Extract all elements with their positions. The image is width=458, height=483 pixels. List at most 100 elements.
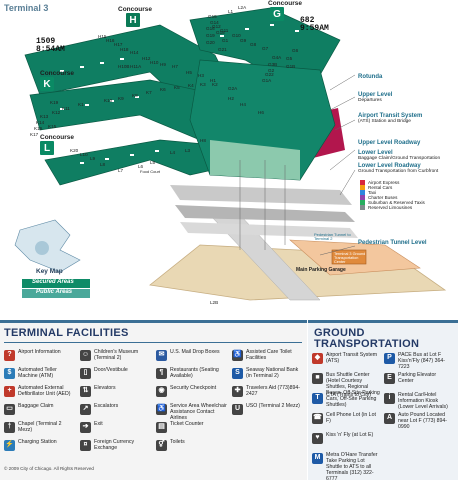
gate-label: K10	[104, 98, 113, 103]
ground-transportation-panel: GROUND TRANSPORTATION ◆Airport Transit S…	[308, 320, 458, 482]
legend-label: Rental Cars	[368, 185, 393, 190]
facilities-rule	[4, 342, 302, 343]
level-heading: Upper Level Roadway	[358, 140, 421, 146]
baggage-claim-icon: ▭	[4, 404, 15, 415]
facility-item: ■Bus Shuttle Center (Hotel Courtesy Shut…	[312, 372, 380, 409]
ground-title-2: TRANSPORTATION	[314, 338, 420, 350]
gate-label: G2	[268, 68, 275, 73]
facility-label: Assisted Care Toilet Facilities	[246, 349, 292, 361]
legend-label: Suburban & Reserved Taxis	[368, 200, 425, 205]
legend-swatch-icon	[360, 195, 365, 200]
concourse-k-badge: K	[40, 77, 54, 92]
facility-item: ☎Cell Phone Lot (in Lot F)	[312, 412, 380, 425]
gate-label: H9	[160, 62, 166, 67]
roadway-legend-item: Airport Express	[360, 180, 425, 185]
gate-label: G8	[250, 42, 257, 47]
gate-label: L6	[138, 164, 144, 169]
gate-label: H1	[210, 78, 216, 83]
uso-icon: U	[232, 404, 243, 415]
facility-item: ¶Restaurants (Seating Available)	[156, 367, 228, 380]
key-map-public-swatch	[22, 289, 90, 298]
terminal-core-light	[210, 140, 300, 180]
gate-label: G5	[286, 56, 293, 61]
gate-label: G2A	[228, 86, 238, 91]
gate-label: L3	[185, 148, 191, 153]
legend-label: Charter Buses	[368, 195, 398, 200]
restaurants-icon: ¶	[156, 368, 167, 379]
level-heading: Upper Level	[358, 92, 393, 98]
concourse-h-badge: H	[126, 13, 140, 28]
seaway-bank-icon: S	[232, 368, 243, 379]
map-title: Terminal 3	[4, 3, 49, 13]
cta-icon: T	[312, 393, 323, 404]
gate-label: G14	[210, 20, 219, 25]
gate-label: G11	[220, 28, 229, 33]
gate-label: K7	[146, 90, 152, 95]
time-right-clock: 9:59AM	[300, 24, 329, 34]
ticket-counter-icon: ▤	[156, 422, 167, 433]
gate-label: K1	[78, 102, 84, 107]
charging-station-icon: ⚡	[4, 440, 15, 451]
concourse-l-badge: L	[40, 141, 54, 156]
concourse-g-badge: G	[270, 7, 284, 22]
walkway-label: Pedestrian Tunnel to Terminal 2	[314, 232, 351, 242]
gate-label: G1	[222, 38, 229, 43]
time-left-clock: 8:54AM	[36, 45, 65, 55]
gate-label: K8	[132, 93, 138, 98]
gate-label: H4	[240, 102, 246, 107]
level-heading: Pedestrian Tunnel Level	[358, 240, 427, 246]
facility-label: Baggage Claim	[18, 403, 54, 409]
gate-label: K15	[48, 124, 57, 129]
facility-item: ◆Airport Transit System (ATS)	[312, 352, 380, 365]
facility-label: USO (Terminal 2 Mezz)	[246, 403, 300, 409]
metra-icon: M	[312, 453, 323, 464]
time-annotation-left: 1509 8:54AM	[36, 37, 65, 55]
gate-label: H18	[120, 47, 129, 52]
level-heading: Lower Level Roadway	[358, 163, 421, 169]
legend-label: Reserved Limousines	[368, 205, 413, 210]
gate-label: K2	[212, 82, 218, 87]
gate-label: G6	[292, 48, 299, 53]
gate-label: G18	[216, 30, 225, 35]
gate-label: H3	[198, 73, 204, 78]
food-court-label: Food Court	[140, 169, 161, 174]
gate-label: L7	[118, 168, 124, 173]
facility-label: Ticket Counter	[170, 421, 204, 427]
facility-label: Security Checkpoint	[170, 385, 217, 391]
facility-item: ♿Service Area Wheelchair Assistance Cont…	[156, 403, 228, 422]
facility-item: ↗Escalators	[80, 403, 152, 415]
roadway-legend-item: Reserved Limousines	[360, 205, 425, 210]
facility-label: Exit	[94, 421, 103, 427]
gate-label: L8	[100, 162, 106, 167]
concourse-h-text: Concourse	[118, 6, 152, 13]
gate-label: H2	[228, 96, 234, 101]
door-icon: ▯	[80, 368, 91, 379]
elevators-icon: ⇅	[80, 386, 91, 397]
gate-label: H5	[186, 70, 192, 75]
legend-swatch-icon	[360, 190, 365, 195]
gate-label: L2A	[238, 5, 247, 10]
gate-label: K6	[160, 87, 166, 92]
gate-label: K13	[40, 114, 49, 119]
gate-label: G1A	[262, 78, 272, 83]
facility-label: Door/Vestibule	[94, 367, 128, 373]
service-area-icon: ♿	[156, 404, 167, 415]
concourse-k-text: Concourse	[40, 70, 74, 77]
gate-label: H17	[114, 42, 123, 47]
gate-label: L9	[90, 156, 96, 161]
facility-label: Airport Transit System (ATS)	[326, 352, 378, 364]
gate-label: G21	[218, 47, 227, 52]
ground-title-1: GROUND	[314, 327, 365, 339]
cell-phone-lot-icon: ☎	[312, 413, 323, 424]
facility-item: +Automated External Defibrillator Unit (…	[4, 385, 76, 398]
chapel-icon: †	[4, 422, 15, 433]
terminal-map-drawing	[14, 7, 447, 301]
facility-label: Airport Information	[18, 349, 61, 355]
